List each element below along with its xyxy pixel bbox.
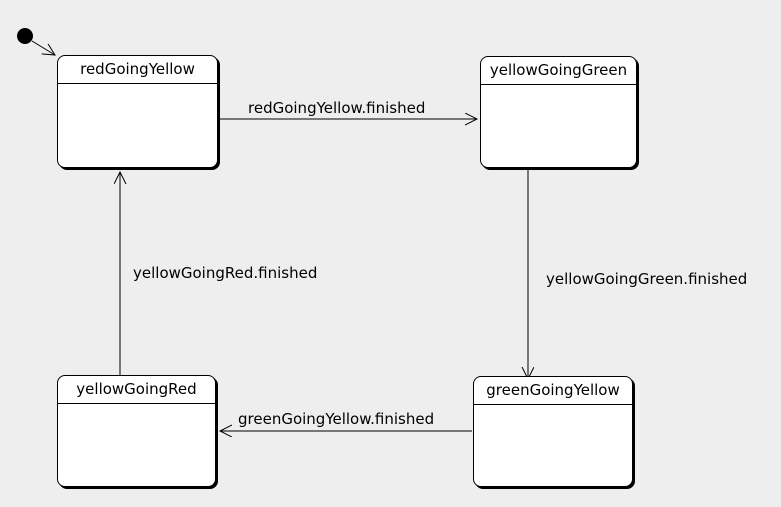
transition-initial-to-redGoingYellow[interactable]	[31, 40, 55, 55]
transition-label-greenGoingYellow-finished: greenGoingYellow.finished	[238, 410, 435, 428]
state-name-label: redGoingYellow	[58, 56, 217, 84]
state-body	[58, 84, 217, 167]
transition-label-yellowGoingGreen-finished: yellowGoingGreen.finished	[546, 270, 748, 288]
state-name-label: greenGoingYellow	[474, 377, 632, 405]
state-body	[481, 85, 636, 167]
state-yellowGoingRed[interactable]: yellowGoingRed	[57, 375, 216, 487]
initial-state-dot[interactable]	[17, 28, 33, 44]
state-name-label: yellowGoingRed	[58, 376, 215, 404]
state-body	[474, 405, 632, 486]
state-greenGoingYellow[interactable]: greenGoingYellow	[473, 376, 633, 487]
state-name-label: yellowGoingGreen	[481, 57, 636, 85]
state-body	[58, 404, 215, 486]
transition-label-redGoingYellow-finished: redGoingYellow.finished	[248, 99, 426, 117]
state-yellowGoingGreen[interactable]: yellowGoingGreen	[480, 56, 637, 168]
transition-label-yellowGoingRed-finished: yellowGoingRed.finished	[133, 264, 318, 282]
state-redGoingYellow[interactable]: redGoingYellow	[57, 55, 218, 168]
